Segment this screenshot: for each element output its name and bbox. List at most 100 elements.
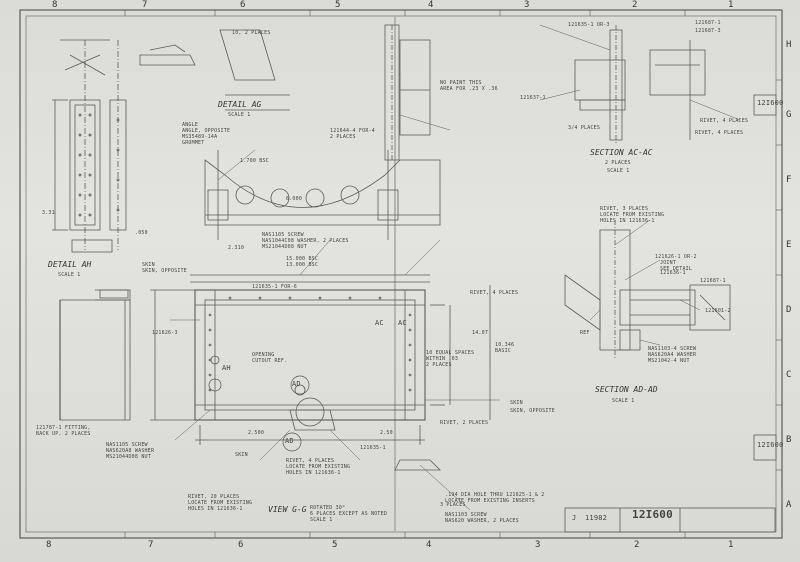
zone-top-4: 4 [428, 0, 434, 10]
zone-bottom-4: 4 [426, 540, 432, 550]
zone-top-6: 6 [240, 0, 246, 10]
note-39: 121687-1 [700, 278, 726, 284]
left-panel-geometry [59, 289, 131, 421]
zone-right-c: C [786, 370, 792, 380]
zone-top-3: 3 [524, 0, 530, 10]
note-46: 121637-1 [520, 95, 546, 101]
note-28: .194 DIA HOLE THRU 121625-1 & 2 LOCATE F… [445, 492, 545, 504]
note-19: 121644-4 FOR-4 2 PLACES [330, 128, 375, 140]
note-44: 121687-1 [695, 20, 721, 26]
note-26: SKIN [510, 400, 523, 406]
section-ac-geometry [574, 25, 706, 145]
note-15: NAS1105 SCREW NAS620A8 WASHER MS21044D08… [106, 442, 155, 460]
note-14: 121787-1 FITTING, BACK UP, 2 PLACES [36, 425, 91, 437]
zone-bottom-7: 7 [148, 540, 154, 550]
note-22: 121636-1 [660, 270, 686, 276]
note-45: 121687-3 [695, 28, 721, 34]
zone-top-2: 2 [632, 0, 638, 10]
note-43: REF [580, 330, 590, 336]
section-ac-places: 2 PLACES [605, 160, 631, 166]
zone-right-g: G [786, 110, 792, 120]
section-ad-scale: SCALE 1 [612, 398, 635, 404]
note-41: 121601-2 [705, 308, 731, 314]
note-13: SKIN SKIN, OPPOSITE [142, 262, 187, 274]
note-48: 3/4 PLACES [568, 125, 601, 131]
detail-ag-title: DETAIL AG [218, 100, 262, 109]
zone-right-b: B [786, 435, 792, 445]
note-20: RIVET, 4 PLACES [695, 130, 744, 136]
title-block-geometry [564, 94, 777, 533]
note-11: RIVET, 3 PLACES LOCATE FROM EXISTING HOL… [600, 206, 665, 224]
detail-ah-scale: SCALE 1 [58, 272, 81, 278]
note-8: 10 EQUAL SPACES WITHIN .03 2 PLACES [426, 350, 475, 368]
note-35: 2.500 [248, 430, 265, 436]
note-32: 2.310 [228, 245, 245, 251]
callout-ad-lower: AD [285, 437, 294, 445]
detail-ah-title: DETAIL AH [48, 260, 92, 269]
note-25: 121635-1 [360, 445, 386, 451]
note-24: RIVET, 2 PLACES [440, 420, 489, 426]
note-9: 14.07 [472, 330, 489, 336]
note-42: JOINT SEE DETAIL [660, 260, 693, 272]
zone-bottom-8: 8 [46, 540, 52, 550]
note-40: 121635-1 OR-3 [568, 22, 610, 28]
sheet-letter: J [572, 514, 577, 522]
leader-lines [170, 24, 741, 511]
callout-ad-upper: AD [292, 380, 301, 388]
zone-bottom-1: 1 [728, 540, 734, 550]
view-gg-title: VIEW G-G [268, 505, 307, 514]
detail-ag-scale: SCALE 1 [228, 112, 251, 118]
section-ac-title: SECTION AC-AC [590, 148, 653, 157]
note-17: RIVET, 20 PLACES LOCATE FROM EXISTING HO… [188, 494, 253, 512]
note-37: SKIN [235, 452, 248, 458]
note-10: 10.346 BASIC [495, 342, 515, 354]
zone-top-1: 1 [728, 0, 734, 10]
note-21: NAS1103-4 SCREW NAS620A4 WASHER MS21042-… [648, 346, 697, 364]
zone-right-h: H [786, 40, 792, 50]
note-31: 6.000 [286, 196, 303, 202]
note-12: 121626-3 [152, 330, 178, 336]
section-ad-geometry [564, 220, 731, 360]
zone-bottom-3: 3 [535, 540, 541, 550]
note-29: 3 PLACES [440, 502, 466, 508]
callout-ac-left: AC [375, 319, 384, 327]
note-23: RIVET, 4 PLACES [470, 290, 519, 296]
outer-border [19, 9, 783, 539]
view-gg-note: ROTATED 30° 6 PLACES EXCEPT AS NOTED SCA… [310, 505, 388, 523]
drawing-code: 11982 [585, 514, 608, 522]
note-7: OPENING CUTOUT REF. [252, 352, 288, 364]
note-36: 2.50 [380, 430, 393, 436]
detail-ag-geometry [139, 29, 290, 111]
zone-right-d: D [786, 305, 792, 315]
zone-right-f: F [786, 175, 792, 185]
note-47: RIVET, 4 PLACES [700, 118, 749, 124]
note-2: ANGLE ANGLE, OPPOSITE MS35489-14A GROMME… [182, 122, 231, 146]
upper-frame-geometry [204, 150, 441, 240]
zone-bottom-5: 5 [332, 540, 338, 550]
note-27: SKIN, OPPOSITE [510, 408, 555, 414]
callout-ac-right: AC [398, 319, 407, 327]
note-6: 121635-1 FOR-6 [252, 284, 297, 290]
section-ac-scale: SCALE 1 [607, 168, 630, 174]
zone-top-7: 7 [142, 0, 148, 10]
zone-top-5: 5 [335, 0, 341, 10]
inner-border [25, 15, 777, 533]
vertical-strip-geometry [384, 24, 431, 161]
side-number-bottom: 12I600 [757, 441, 784, 449]
callout-ah: AH [222, 364, 231, 372]
note-1: 10, 2 PLACES [232, 30, 271, 36]
note-5: 15.000 BSC 13.000 BSC [286, 256, 319, 268]
zone-right-e: E [786, 240, 792, 250]
note-18: NO PAINT THIS AREA FOR .23 X .36 [440, 80, 498, 92]
drawing-number: 12I600 [632, 508, 673, 521]
zone-bottom-6: 6 [238, 540, 244, 550]
zone-top-8: 8 [52, 0, 58, 10]
note-3: 1.700 BSC [240, 158, 269, 164]
zone-ticks [124, 10, 782, 538]
note-30: NAS1103 SCREW NAS620 WASHER, 2 PLACES [445, 512, 519, 524]
note-4: NAS1105 SCREW NAS1044C08 WASHER, 2 PLACE… [262, 232, 349, 250]
detail-ah-geometry [52, 39, 127, 253]
note-34: 3.31 [42, 210, 55, 216]
note-16: RIVET, 4 PLACES LOCATE FROM EXISTING HOL… [286, 458, 351, 476]
